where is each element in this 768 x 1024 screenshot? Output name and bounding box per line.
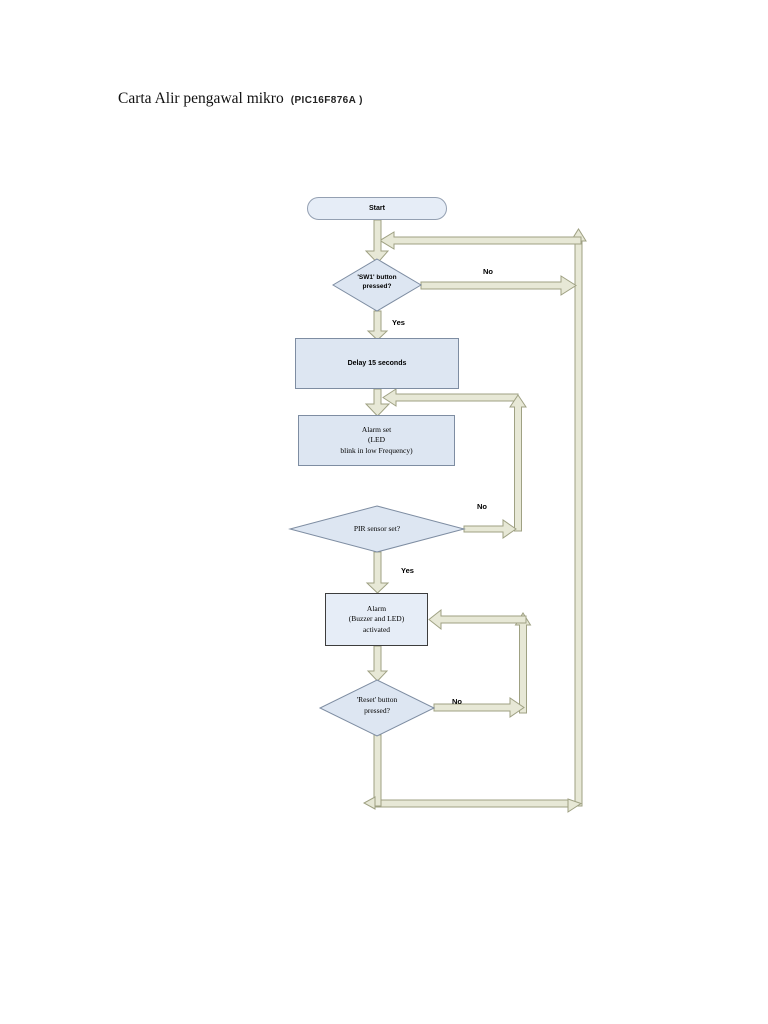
sw1-decision-label: 'SW1' button pressed? bbox=[357, 274, 397, 291]
connector-reset-down bbox=[373, 734, 382, 807]
edge-label-pir-yes: Yes bbox=[401, 566, 414, 575]
node-start: Start bbox=[307, 197, 447, 220]
connector-pir-no bbox=[463, 519, 517, 539]
node-reset-decision bbox=[318, 679, 436, 737]
node-delay: Delay 15 seconds bbox=[295, 338, 459, 389]
connector-reset-no bbox=[433, 697, 525, 718]
node-pir-decision bbox=[288, 505, 466, 553]
connector-pir-loop-riser bbox=[509, 394, 527, 532]
node-sw1-decision bbox=[332, 258, 422, 312]
connector-pir-loop-horizontal bbox=[382, 388, 519, 407]
node-alarm-activated: Alarm (Buzzer and LED) activated bbox=[325, 593, 428, 646]
edge-label-pir-no: No bbox=[477, 502, 487, 511]
edge-label-reset-no: No bbox=[452, 697, 462, 706]
node-alarm-set: Alarm set (LED blink in low Frequency) bbox=[298, 415, 455, 466]
connector-reset-loop-return bbox=[428, 608, 527, 631]
page-title: Carta Alir pengawal mikro (PIC16F876A ) bbox=[118, 90, 363, 108]
connector-alarm-to-reset bbox=[366, 645, 389, 682]
reset-decision-label: 'Reset' button pressed? bbox=[356, 695, 398, 715]
edge-label-sw1-yes: Yes bbox=[392, 318, 405, 327]
connector-delay-to-alarmset bbox=[364, 388, 391, 417]
edge-label-sw1-no: No bbox=[483, 267, 493, 276]
connector-top-loop bbox=[379, 231, 582, 250]
arrowhead-bottom-right-corner bbox=[567, 798, 583, 813]
connector-bottom-horizontal bbox=[373, 799, 571, 808]
connector-sw1-no bbox=[420, 275, 577, 296]
title-chip-text: (PIC16F876A ) bbox=[290, 95, 363, 106]
connector-sw1-yes bbox=[366, 310, 389, 341]
connector-reset-loop-riser bbox=[514, 612, 532, 714]
connector-start-to-sw1 bbox=[364, 219, 390, 264]
connector-return-riser bbox=[570, 228, 587, 807]
arrowhead-bottom-left-corner bbox=[362, 796, 376, 810]
pir-decision-label: PIR sensor set? bbox=[353, 524, 401, 533]
title-text: Carta Alir pengawal mikro bbox=[118, 90, 284, 107]
connector-pir-yes bbox=[365, 551, 390, 594]
